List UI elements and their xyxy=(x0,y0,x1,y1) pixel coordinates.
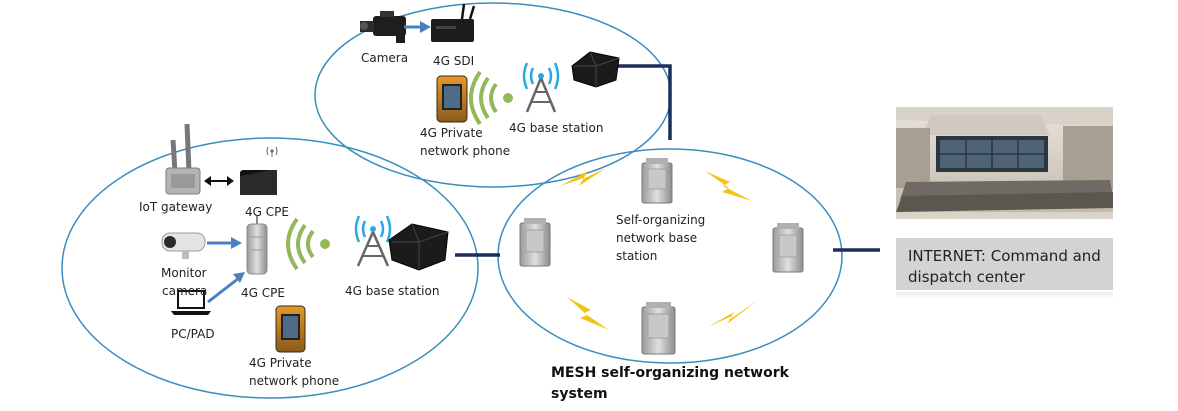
mesh-node-bottom-icon xyxy=(641,302,676,355)
camcorder-icon xyxy=(360,11,406,43)
lightning-icon xyxy=(708,300,758,327)
dispatch-label-reflection xyxy=(896,292,1113,300)
left-base-station-label: 4G base station xyxy=(345,284,440,298)
top-base-station-label: 4G base station xyxy=(509,121,604,135)
left-phone-label-line1: 4G Private xyxy=(249,356,312,370)
mesh-node-right-icon xyxy=(772,223,804,273)
link-top-to-mesh xyxy=(618,64,672,140)
wifi-signal-icon xyxy=(286,217,330,271)
left-cluster-ellipse xyxy=(61,137,479,399)
lightning-icon xyxy=(560,168,606,186)
double-arrow-icon xyxy=(204,176,234,186)
sdi-label: 4G SDI xyxy=(433,54,475,68)
monitor-camera-label-line1: Monitor xyxy=(161,266,207,280)
mesh-node-top-icon xyxy=(641,158,673,204)
broadcast-small-icon xyxy=(266,146,278,157)
top-phone-label-line2: network phone xyxy=(420,144,511,158)
dispatch-label-line2: dispatch center xyxy=(908,268,1025,286)
rugged-base-station-icon xyxy=(571,51,620,88)
cpe-router-icon xyxy=(240,170,277,195)
mesh-caption-line2: system xyxy=(551,386,608,402)
camera-label: Camera xyxy=(361,51,409,65)
dispatch-label: INTERNET: Command and dispatch center xyxy=(908,246,1101,288)
outdoor-cpe-icon xyxy=(246,216,268,275)
iot-gateway-label: IoT gateway xyxy=(139,200,213,214)
mesh-center-label-line2: network base xyxy=(616,231,698,245)
lightning-icon xyxy=(705,171,752,201)
mesh-node-left-icon xyxy=(519,218,551,267)
cell-tower-icon xyxy=(522,62,560,113)
control-room-photo xyxy=(896,107,1113,219)
monitor-camera-label-line2: camera xyxy=(162,284,208,298)
pc-pad-label: PC/PAD xyxy=(171,327,215,341)
wifi-signal-icon xyxy=(469,70,513,126)
arrow-camera-to-cpe xyxy=(207,237,242,249)
cpe-bottom-label: 4G CPE xyxy=(241,286,285,300)
mesh-center-label-line1: Self-organizing xyxy=(616,213,706,227)
private-network-phone-icon xyxy=(275,305,306,353)
dispatch-label-line1: INTERNET: Command and xyxy=(908,247,1101,265)
private-network-phone-icon xyxy=(436,75,468,123)
rugged-base-station-icon xyxy=(388,223,449,271)
lightning-icon xyxy=(567,297,609,330)
top-phone-label-line1: 4G Private xyxy=(420,126,483,140)
bullet-camera-icon xyxy=(161,232,206,259)
left-phone-label-line2: network phone xyxy=(249,374,340,388)
dispatch-label-box xyxy=(896,238,1113,290)
laptop-icon xyxy=(171,290,211,315)
iot-gateway-icon xyxy=(165,123,201,195)
arrow-camera-to-sdi xyxy=(404,21,431,33)
cpe-top-label: 4G CPE xyxy=(245,205,289,219)
mesh-center-label-line3: station xyxy=(616,249,658,263)
mesh-caption-line1: MESH self-organizing network xyxy=(551,365,789,381)
arrow-laptop-to-cpe xyxy=(207,272,245,304)
cell-tower-icon xyxy=(354,215,392,267)
sdi-encoder-icon xyxy=(431,3,476,42)
